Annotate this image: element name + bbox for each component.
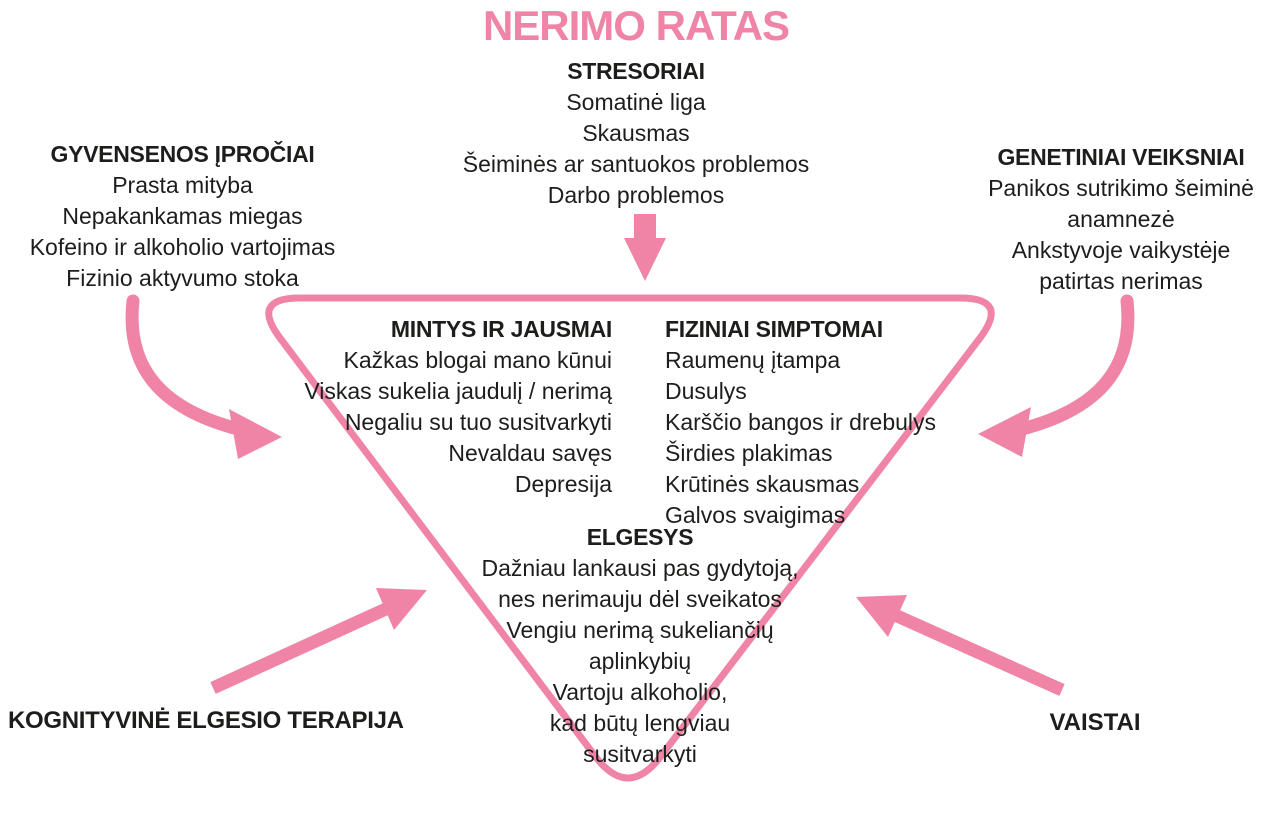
genetic-item: Panikos sutrikimo šeiminė [988,175,1254,201]
physical-item: Dusulys [665,378,747,404]
thoughts-item: Negaliu su tuo susitvarkyti [344,409,612,435]
medication-label: VAISTAI [1049,709,1141,736]
genetic-heading: GENETINIAI VEIKSNIAI [997,144,1245,170]
genetic-item: patirtas nerimas [1039,268,1203,294]
behavior-item: Vartoju alkoholio, [552,679,728,705]
physical-item: Karščio bangos ir drebulys [665,409,937,435]
thoughts-item: Viskas sukelia jaudulį / nerimą [304,378,612,404]
behavior-item: kad būtų lengviau [549,710,731,736]
stressors-heading: STRESORIAI [567,58,705,84]
genetic-section: GENETINIAI VEIKSNIAI Panikos sutrikimo š… [970,142,1272,297]
physical-item: Raumenų įtampa [665,347,841,373]
behavior-section: ELGESYS Dažniau lankausi pas gydytoją, n… [430,522,850,770]
medication-arrowhead-icon [856,595,907,637]
genetic-arrowhead-icon [978,407,1031,457]
page-title: NERIMO RATAS [482,2,790,49]
physical-item: Krūtinės skausmas [665,471,860,497]
stressor-item: Skausmas [582,120,690,146]
thoughts-heading: MINTYS IR JAUSMAI [390,316,612,342]
physical-heading: FIZINIAI SIMPTOMAI [665,316,883,342]
lifestyle-curved-arrow-icon [125,294,245,436]
stressor-item: Somatinė liga [566,89,706,115]
stressor-item: Darbo problemos [547,182,725,208]
stressors-section: STRESORIAI Somatinė liga Skausmas Šeimin… [0,56,1272,211]
physical-section: FIZINIAI SIMPTOMAI Raumenų įtampa Dusuly… [665,314,975,531]
cbt-arrow-icon [210,602,391,694]
lifestyle-item: Kofeino ir alkoholio vartojimas [29,234,336,260]
thoughts-item: Nevaldau savęs [448,440,612,466]
physical-item: Galvos svaigimas [665,502,846,528]
cbt-label: KOGNITYVINĖ ELGESIO TERAPIJA [8,707,404,734]
physical-item: Širdies plakimas [665,440,833,466]
lifestyle-heading: GYVENSENOS ĮPROČIAI [50,141,315,167]
behavior-item: Vengiu nerimą sukeliančių [506,617,774,643]
cbt-arrowhead-icon [376,588,427,630]
medication-arrow-icon [892,609,1065,696]
thoughts-section: MINTYS IR JAUSMAI Kažkas blogai mano kūn… [268,314,612,500]
genetic-item: anamnezė [1067,206,1175,232]
thoughts-item: Depresija [514,471,612,497]
behavior-item: Dažniau lankausi pas gydytoją, [481,555,799,581]
lifestyle-item: Prasta mityba [112,172,253,198]
lifestyle-item: Fizinio aktyvumo stoka [66,265,299,291]
stressors-down-arrow-icon [624,214,666,281]
genetic-item: Ankstyvoje vaikystėje [1011,237,1231,263]
lifestyle-item: Nepakankamas miegas [62,203,303,229]
stressor-item: Šeiminės ar santuokos problemos [462,151,810,177]
behavior-item: aplinkybių [588,648,692,674]
behavior-item: nes nerimauju dėl sveikatos [498,586,782,612]
behavior-item: susitvarkyti [583,741,697,767]
thoughts-item: Kažkas blogai mano kūnui [343,347,613,373]
lifestyle-section: GYVENSENOS ĮPROČIAI Prasta mityba Nepaka… [0,139,365,294]
behavior-heading: ELGESYS [586,524,694,550]
genetic-curved-arrow-icon [1015,294,1135,436]
